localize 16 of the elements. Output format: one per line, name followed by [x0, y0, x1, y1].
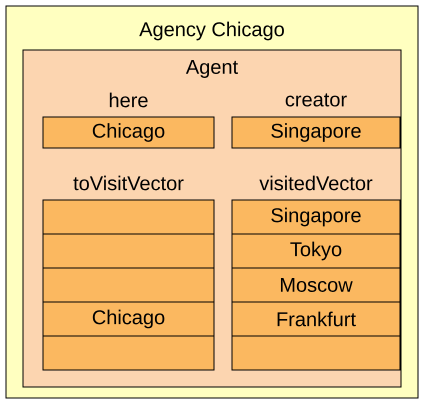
empty-cell: [42, 200, 214, 234]
field-cell: Singapore: [232, 200, 400, 234]
empty-cell: [42, 267, 214, 302]
empty-cell: [232, 335, 400, 370]
empty-cell: [42, 335, 214, 370]
field-cell: Chicago: [42, 301, 214, 336]
field-cell: Tokyo: [232, 234, 400, 268]
field-cell: Chicago: [42, 116, 214, 148]
field-cell: Frankfurt: [232, 301, 400, 336]
empty-cell: [42, 234, 214, 268]
field-label: creator: [286, 93, 347, 107]
field-label: visitedVector: [259, 176, 372, 190]
field-label: toVisitVector: [73, 176, 184, 190]
field-cell: Moscow: [232, 267, 400, 302]
field-label: here: [110, 92, 148, 108]
field-cell: Singapore: [232, 116, 400, 148]
